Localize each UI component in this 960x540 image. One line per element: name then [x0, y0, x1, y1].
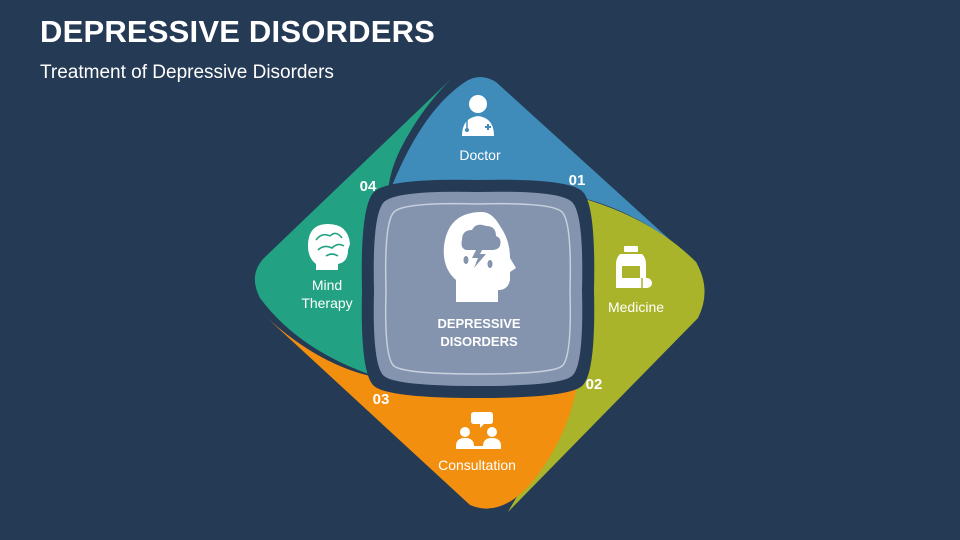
segment-number-02: 02: [586, 376, 603, 393]
center-label-line1: DEPRESSIVE: [437, 316, 520, 331]
head-storm-icon: [443, 212, 516, 302]
segment-label-therapy: Therapy: [301, 295, 352, 311]
center-label-line2: DISORDERS: [440, 334, 518, 349]
consultation-icon: [456, 412, 501, 449]
segment-number-03: 03: [373, 391, 390, 408]
segment-mind-therapy: [254, 78, 452, 378]
segment-label-mind: Mind: [312, 277, 342, 293]
doctor-icon: [462, 95, 494, 136]
segment-number-04: 04: [360, 178, 377, 195]
page-title: DEPRESSIVE DISORDERS: [40, 14, 436, 49]
segment-medicine: [508, 196, 705, 512]
segment-label-consultation: Consultation: [438, 457, 516, 473]
segment-consultation: [265, 316, 578, 509]
segment-number-01: 01: [569, 172, 586, 189]
segment-label-doctor: Doctor: [459, 147, 501, 163]
center-inner-outline: [384, 202, 572, 375]
page-subtitle: Treatment of Depressive Disorders: [40, 62, 334, 83]
medicine-icon: [616, 246, 652, 288]
brain-icon: [308, 224, 350, 270]
segment-label-medicine: Medicine: [608, 299, 664, 315]
